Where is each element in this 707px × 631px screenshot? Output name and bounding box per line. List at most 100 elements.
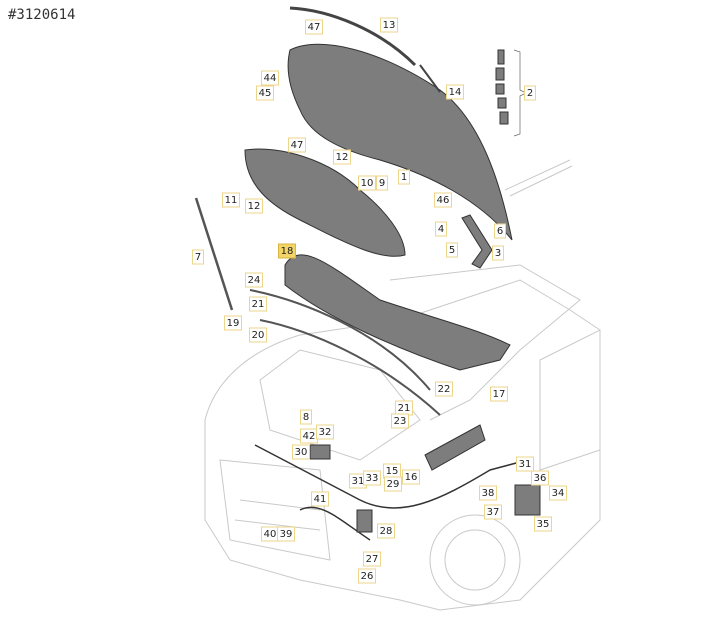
callout-number: 40	[264, 529, 277, 540]
lock-striker	[514, 484, 541, 516]
callout-number: 41	[314, 494, 327, 505]
water-deflector	[424, 424, 486, 471]
callout-42: 42	[300, 428, 318, 444]
callout-35: 35	[534, 516, 552, 532]
callout-number: 27	[366, 554, 379, 565]
callout-47: 47	[288, 137, 306, 153]
callout-number: 18	[281, 246, 294, 257]
parts	[194, 6, 541, 541]
callout-number: 6	[497, 226, 503, 237]
callout-number: 28	[380, 526, 393, 537]
callout-9: 9	[376, 175, 388, 191]
callout-number: 1	[401, 172, 407, 183]
callout-13: 13	[380, 17, 398, 33]
callout-45: 45	[256, 85, 274, 101]
callout-number: 26	[361, 571, 374, 582]
callout-number: 29	[387, 479, 400, 490]
callout-21: 21	[395, 400, 413, 416]
callout-number: 31	[519, 459, 532, 470]
callout-number: 13	[383, 20, 396, 31]
hood-panel	[287, 43, 513, 241]
callout-number: 12	[248, 201, 261, 212]
callout-3: 3	[492, 245, 504, 261]
callout-46: 46	[434, 192, 452, 208]
callout-number: 14	[449, 87, 462, 98]
callout-number: 36	[534, 473, 547, 484]
callout-40: 40	[261, 526, 279, 542]
callout-47: 47	[305, 19, 323, 35]
hood-hinge	[461, 214, 493, 269]
callout-number: 21	[252, 299, 265, 310]
callout-10: 10	[358, 175, 376, 191]
callout-number: 37	[487, 507, 500, 518]
callout-number: 23	[394, 416, 407, 427]
callout-20: 20	[249, 327, 267, 343]
bolt-set	[495, 49, 509, 125]
callout-number: 19	[227, 318, 240, 329]
callout-30: 30	[292, 444, 310, 460]
callout-15: 15	[383, 463, 401, 479]
callout-number: 4	[438, 224, 444, 235]
wiper-pipe-lower	[259, 319, 441, 416]
lock-cable	[299, 506, 371, 541]
callout-11: 11	[222, 192, 240, 208]
callout-23: 23	[391, 413, 409, 429]
callout-26: 26	[358, 568, 376, 584]
callout-number: 7	[195, 252, 201, 263]
callout-number: 3	[495, 248, 501, 259]
hood-seal-strip-rear	[419, 64, 441, 93]
hood-lock	[356, 509, 373, 533]
callout-19: 19	[224, 315, 242, 331]
wiper-pipe-upper	[249, 289, 431, 391]
callout-number: 30	[295, 447, 308, 458]
callout-number: 47	[291, 140, 304, 151]
callout-31: 31	[516, 456, 534, 472]
part-number-title: #3120614	[8, 7, 76, 23]
callout-number: 17	[493, 389, 506, 400]
callout-17: 17	[490, 386, 508, 402]
callout-29: 29	[384, 476, 402, 492]
callout-number: 24	[248, 275, 261, 286]
callout-5: 5	[446, 242, 458, 258]
callout-24: 24	[245, 272, 263, 288]
callout-number: 35	[537, 519, 550, 530]
callout-number: 38	[482, 488, 495, 499]
callout-41: 41	[311, 491, 329, 507]
callout-number: 42	[303, 431, 316, 442]
callout-36: 36	[531, 470, 549, 486]
callout-number: 16	[405, 472, 418, 483]
plenum-cover	[284, 254, 511, 371]
callout-number: 34	[552, 488, 565, 499]
callout-28: 28	[377, 523, 395, 539]
callout-number: 9	[379, 178, 385, 189]
gas-strut	[194, 197, 234, 311]
callout-1: 1	[398, 169, 410, 185]
callout-38: 38	[479, 485, 497, 501]
callout-number: 2	[527, 88, 533, 99]
callout-number: 5	[449, 245, 455, 256]
callout-27: 27	[363, 551, 381, 567]
car-body-outline	[204, 159, 601, 611]
callout-number: 47	[308, 22, 321, 33]
callout-number: 39	[280, 529, 293, 540]
callout-4: 4	[435, 221, 447, 237]
callout-22: 22	[435, 381, 453, 397]
callout-14: 14	[446, 84, 464, 100]
callout-number: 21	[398, 403, 411, 414]
callout-39: 39	[277, 526, 295, 542]
callout-number: 12	[336, 152, 349, 163]
callout-16: 16	[402, 469, 420, 485]
callout-number: 44	[264, 73, 277, 84]
callout-number: 8	[303, 412, 309, 423]
callout-12: 12	[333, 149, 351, 165]
callout-34: 34	[549, 485, 567, 501]
callout-33: 33	[363, 470, 381, 486]
callout-number: 46	[437, 195, 450, 206]
callout-number: 32	[319, 427, 332, 438]
callout-number: 20	[252, 330, 265, 341]
callout-number: 31	[352, 476, 365, 487]
hood-seal-strip	[289, 6, 417, 67]
callout-number: 15	[386, 466, 399, 477]
